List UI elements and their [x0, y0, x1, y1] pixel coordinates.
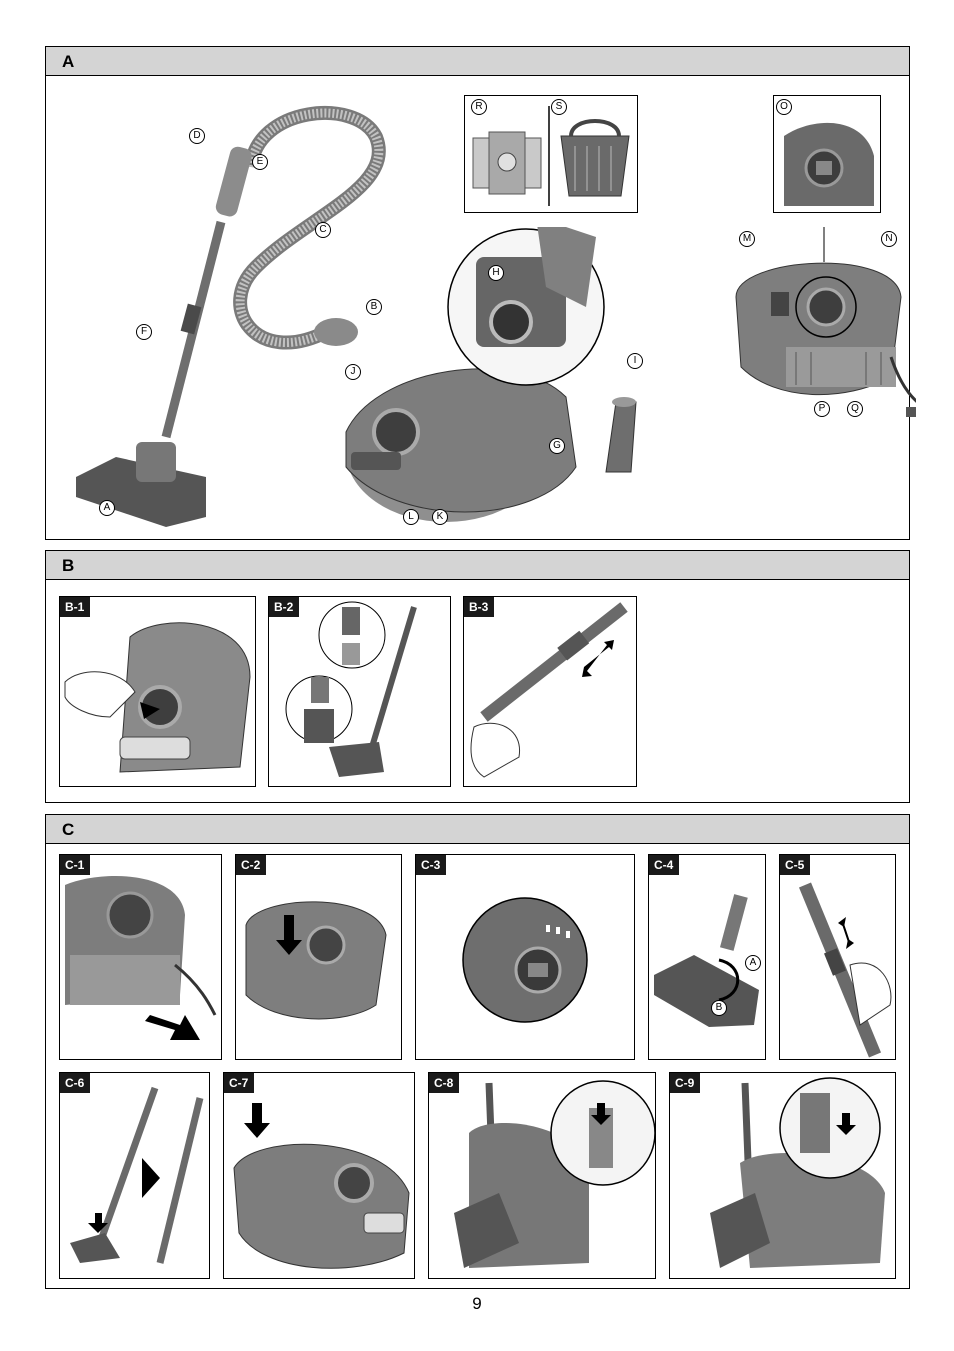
section-a: A: [45, 46, 916, 540]
b1-hose-insert-illustration: [64, 622, 251, 773]
panel-c1: C-1: [59, 854, 222, 1060]
page-number: 9: [472, 1294, 482, 1313]
callout-n: N: [881, 231, 897, 247]
c5-wand-adjust-illustration: [798, 882, 892, 1058]
dust-bag-illustration: [472, 106, 630, 206]
bag-filter-inset: [464, 95, 638, 213]
panel-c6-tag: C-6: [60, 1073, 91, 1093]
panel-c8: C-8: [428, 1072, 656, 1279]
callout-s: S: [551, 99, 567, 115]
section-b-letter: B: [62, 556, 75, 575]
panel-c4: C-4 A B: [648, 854, 766, 1060]
section-c-header: C: [46, 815, 909, 844]
c2-cord-rewind-illustration: [245, 901, 387, 1020]
callout-i: I: [627, 353, 643, 369]
panel-c5-tag: C-5: [780, 855, 811, 875]
callout-r: R: [471, 99, 487, 115]
callout-e: E: [252, 154, 268, 170]
section-c: C C-1 C-2 C-3 C-4: [45, 814, 910, 1289]
panel-c2: C-2: [235, 854, 402, 1060]
c9-vertical-parking-illustration: [710, 1077, 885, 1268]
c4-callout-b: B: [711, 1000, 727, 1016]
crevice-tool-illustration: [605, 397, 637, 473]
c3-suction-regulator-illustration: [462, 897, 588, 1023]
section-a-letter: A: [62, 52, 75, 71]
panel-c4-tag: C-4: [649, 855, 680, 875]
filter-indicator-illustration: [784, 122, 874, 206]
callout-p: P: [814, 401, 830, 417]
panel-b2-tag: B-2: [269, 597, 300, 617]
callout-m: M: [739, 231, 755, 247]
panel-c1-tag: C-1: [60, 855, 91, 875]
panel-c7: C-7: [223, 1072, 415, 1279]
panel-c5: C-5: [779, 854, 896, 1060]
c4-callout-a: A: [745, 955, 761, 971]
callout-h: H: [488, 265, 504, 281]
panel-c6: C-6: [59, 1072, 210, 1279]
vacuum-rear-illustration: [735, 227, 916, 417]
callout-f: F: [136, 324, 152, 340]
indicator-inset: [773, 95, 881, 213]
callout-q: Q: [847, 401, 863, 417]
section-b-header: B: [46, 551, 909, 580]
section-c-letter: C: [62, 820, 75, 839]
c8-vertical-storage-illustration: [454, 1080, 655, 1268]
panel-c9-tag: C-9: [670, 1073, 701, 1093]
panel-b3-tag: B-3: [464, 597, 495, 617]
panel-c9: C-9: [669, 1072, 896, 1279]
b2-wand-connect-illustration: [285, 601, 417, 777]
panel-c7-tag: C-7: [224, 1073, 255, 1093]
b3-telescopic-wand-illustration: [470, 602, 628, 778]
panel-c3-tag: C-3: [416, 855, 447, 875]
c1-cord-pull-illustration: [65, 876, 217, 1040]
panel-b1-tag: B-1: [60, 597, 91, 617]
section-b: B B-1 B-2 B-3: [45, 550, 910, 803]
callout-c: C: [315, 222, 331, 238]
callout-b: B: [366, 299, 382, 315]
c4-floor-nozzle-illustration: [654, 894, 759, 1027]
panel-b1: B-1: [59, 596, 256, 787]
c6-parking-illustration: [70, 1086, 204, 1264]
panel-c2-tag: C-2: [236, 855, 267, 875]
callout-l: L: [403, 509, 419, 525]
callout-g: G: [549, 438, 565, 454]
callout-a: A: [99, 500, 115, 516]
hose-wand-illustration: [76, 106, 386, 527]
c7-storage-illustration: [233, 1103, 410, 1269]
section-a-header: A: [46, 47, 909, 76]
panel-c8-tag: C-8: [429, 1073, 460, 1093]
callout-d: D: [189, 128, 205, 144]
panel-b2: B-2: [268, 596, 451, 787]
panel-c3: C-3: [415, 854, 635, 1060]
callout-k: K: [432, 509, 448, 525]
vacuum-body-illustration: [345, 227, 605, 522]
panel-b3: B-3: [463, 596, 637, 787]
callout-j: J: [345, 364, 361, 380]
callout-o: O: [776, 99, 792, 115]
